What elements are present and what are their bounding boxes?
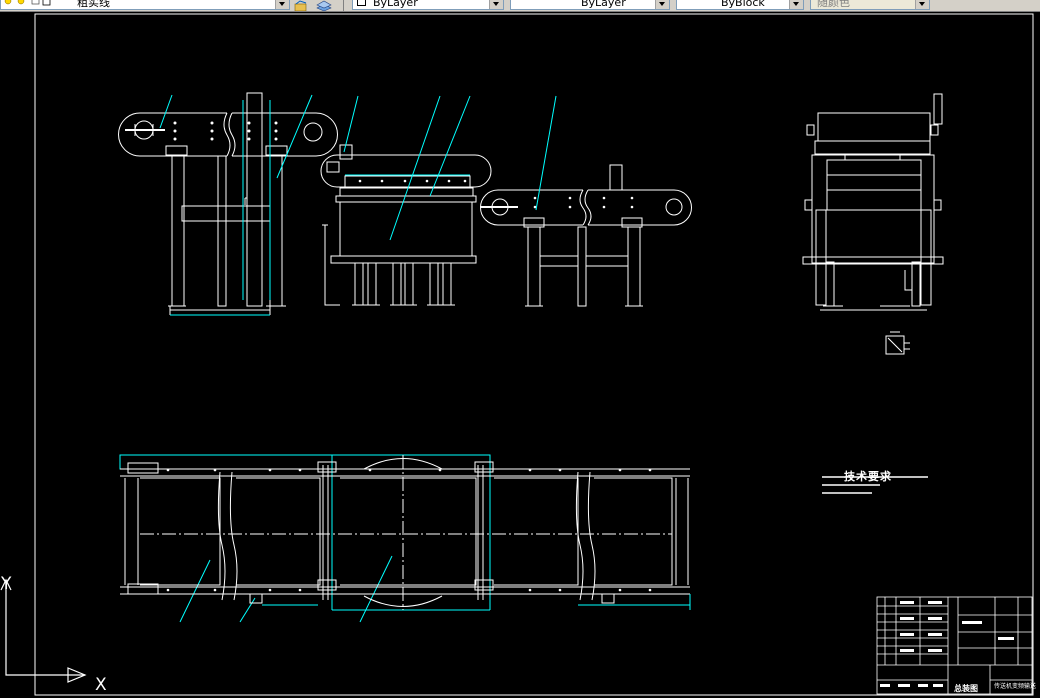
front-view-right-conveyor	[480, 164, 692, 307]
color-swatch	[357, 0, 366, 6]
toolbar-separator	[343, 0, 344, 11]
drawing-border	[34, 13, 1034, 696]
detail-symbol	[885, 331, 910, 355]
title-block-subtitle: 传送机变频输送	[994, 683, 1037, 690]
dimension-lines	[170, 174, 470, 316]
linetype-control-dropdown[interactable]: ByLayer	[510, 0, 670, 10]
model-space-canvas[interactable]: 技术要求 总装图 传送机变频输送 X Y	[0, 12, 1040, 698]
layer-name: 粗实线	[77, 0, 110, 9]
front-view-left-conveyor	[118, 92, 338, 315]
layer-manager-icon[interactable]	[294, 0, 308, 11]
layer-state-icons	[3, 0, 51, 8]
chevron-down-icon[interactable]	[915, 0, 929, 9]
layer-control-dropdown[interactable]: 粗实线	[0, 0, 290, 10]
linetype-control-value: ByLayer	[581, 0, 626, 9]
ucs-x-label: X	[95, 675, 107, 695]
color-control-value: ByLayer	[373, 0, 418, 9]
plotstyle-control-dropdown[interactable]: 随颜色	[810, 0, 930, 10]
tech-requirements-title: 技术要求	[844, 470, 892, 483]
layer-previous-icon[interactable]	[316, 0, 332, 11]
properties-toolbar: 粗实线 ByLayer ByLayer ByBlock 随颜色	[0, 0, 1040, 12]
chevron-down-icon[interactable]	[489, 0, 503, 9]
chevron-down-icon[interactable]	[655, 0, 669, 9]
plotstyle-control-value: 随颜色	[817, 0, 850, 9]
lineweight-control-value: ByBlock	[721, 0, 765, 9]
side-view	[802, 93, 944, 311]
top-view	[119, 454, 691, 611]
cad-drawing	[0, 13, 1034, 696]
ucs-y-label: Y	[1, 574, 12, 594]
leader-lines	[159, 94, 557, 623]
ucs-icon	[0, 578, 87, 683]
front-view-middle-conveyor	[320, 144, 492, 306]
title-block	[876, 596, 1033, 695]
title-block-drawing-name: 总装图	[954, 683, 978, 693]
lineweight-control-dropdown[interactable]: ByBlock	[676, 0, 804, 10]
color-control-dropdown[interactable]: ByLayer	[352, 0, 504, 10]
chevron-down-icon[interactable]	[789, 0, 803, 9]
tech-requirements-lines	[822, 476, 928, 494]
chevron-down-icon[interactable]	[275, 0, 289, 9]
